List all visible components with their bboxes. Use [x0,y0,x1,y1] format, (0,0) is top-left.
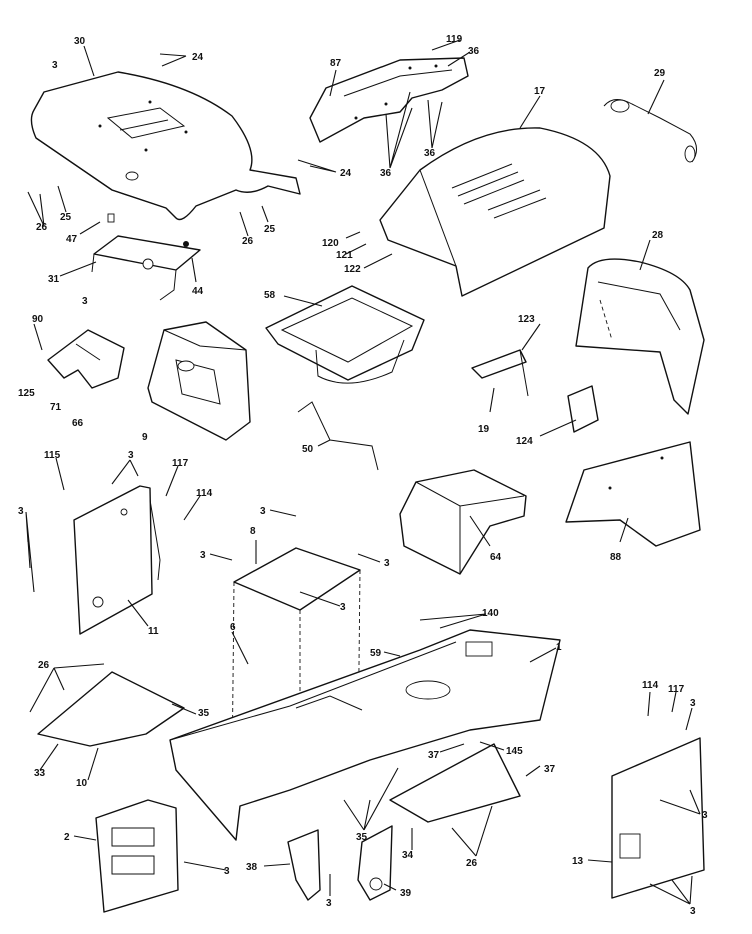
label-11: 11 [148,626,159,637]
label-31: 31 [48,274,60,285]
label-25: 25 [264,224,276,235]
label-34: 34 [402,850,414,861]
label-6: 6 [230,622,236,633]
label-2: 2 [64,832,70,843]
label-10: 10 [76,778,88,789]
label-90: 90 [32,314,44,325]
label-13: 13 [572,856,584,867]
label-3: 3 [702,810,708,821]
part-38-bracket [287,829,321,901]
label-59: 59 [370,648,382,659]
label-36: 36 [424,148,436,159]
leader-lines [25,39,701,905]
label-8: 8 [250,526,256,537]
label-3: 3 [690,698,696,709]
part-17-hood [379,127,611,297]
label-3: 3 [82,296,88,307]
label-145: 145 [506,746,523,757]
label-3: 3 [326,898,332,909]
label-50: 50 [302,444,314,455]
part-34-plate [389,743,521,823]
label-33: 33 [34,768,46,779]
part-11-side-plate [73,485,161,635]
part-33-footrest [37,671,185,747]
part-9-battery-box [147,321,251,441]
part-1-frame [169,629,561,841]
label-9: 9 [142,432,148,443]
part-58-tray [265,285,425,384]
label-117: 117 [172,458,189,469]
label-88: 88 [610,552,622,563]
part-88-mat [565,441,701,547]
label-64: 64 [490,552,502,563]
part-30-dash-cover [30,71,301,221]
part-28-fender [575,258,705,415]
label-114: 114 [642,680,659,691]
label-36: 36 [380,168,392,179]
label-19: 19 [478,424,490,435]
label-37: 37 [428,750,440,761]
label-120: 120 [322,238,339,249]
label-26: 26 [466,858,478,869]
label-24: 24 [340,168,352,179]
label-25: 25 [60,212,72,223]
label-3: 3 [52,60,58,71]
label-140: 140 [482,608,499,619]
label-1: 1 [556,642,562,653]
label-26: 26 [242,236,254,247]
part-13-right-plate [611,737,705,899]
label-123: 123 [518,314,535,325]
part-number-labels: 30 3 24 87 119 36 29 17 36 36 24 26 25 2… [18,34,708,917]
label-3: 3 [128,450,134,461]
part-31-bracket [91,213,201,301]
part-123-bracket [471,349,529,397]
label-66: 66 [72,418,84,429]
label-24: 24 [192,52,204,63]
label-117: 117 [668,684,685,695]
part-87-panel [309,57,469,143]
part-66-plate [47,329,125,389]
label-39: 39 [400,888,412,899]
label-26: 26 [36,222,48,233]
label-26: 26 [38,660,50,671]
label-35: 35 [198,708,210,719]
label-3: 3 [690,906,696,917]
label-36: 36 [468,46,480,57]
label-87: 87 [330,58,342,69]
label-38: 38 [246,862,258,873]
label-29: 29 [654,68,666,79]
label-3: 3 [18,506,24,517]
part-124-bracket [567,385,599,433]
label-44: 44 [192,286,204,297]
label-58: 58 [264,290,276,301]
label-119: 119 [446,34,463,45]
part-64-mount [399,469,527,575]
label-3: 3 [224,866,230,877]
part-50-rod [297,401,379,471]
label-3: 3 [200,550,206,561]
label-30: 30 [74,36,86,47]
label-121: 121 [336,250,353,261]
part-29-decal [603,99,697,163]
label-17: 17 [534,86,546,97]
label-3: 3 [340,602,346,613]
label-35: 35 [356,832,368,843]
label-47: 47 [66,234,78,245]
label-114: 114 [196,488,213,499]
label-3: 3 [384,558,390,569]
label-28: 28 [652,230,664,241]
part-2-front-plate [95,799,179,913]
label-124: 124 [516,436,533,447]
label-125: 125 [18,388,35,399]
label-122: 122 [344,264,361,275]
label-37: 37 [544,764,556,775]
label-71: 71 [50,402,62,413]
label-3: 3 [260,506,266,517]
part-39-bracket [357,825,393,901]
label-115: 115 [44,450,61,461]
